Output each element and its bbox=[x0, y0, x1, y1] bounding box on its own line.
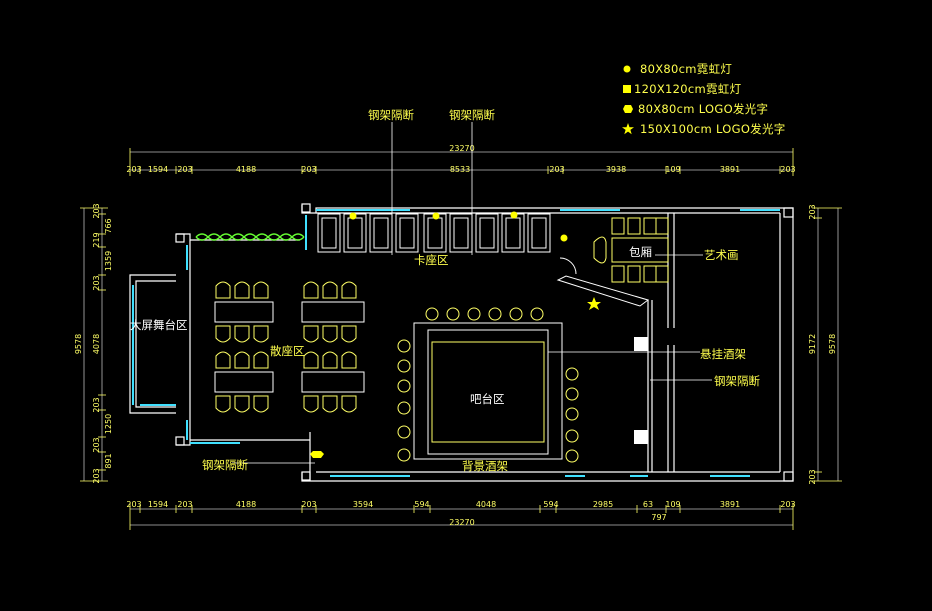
label-private-room: 包厢 bbox=[629, 245, 652, 259]
neon-square-1 bbox=[634, 337, 648, 351]
neon-square-2 bbox=[634, 430, 648, 444]
svg-text:63: 63 bbox=[643, 500, 653, 509]
svg-text:203: 203 bbox=[808, 204, 817, 219]
svg-text:766: 766 bbox=[104, 218, 113, 233]
svg-text:891: 891 bbox=[104, 453, 113, 468]
loose-seating-tables bbox=[214, 301, 365, 393]
svg-text:3891: 3891 bbox=[720, 500, 740, 509]
label-back-wine-rack: 背景酒架 bbox=[462, 459, 508, 473]
legend-item-logo-150: 150X100cm LOGO发光字 bbox=[622, 120, 786, 138]
dim-top-segments: 203 1594 203 4188 203 8533 203 3938 109 … bbox=[126, 165, 795, 174]
svg-text:1359: 1359 bbox=[104, 251, 113, 271]
dimension-top bbox=[129, 148, 794, 176]
dot-icon bbox=[623, 65, 631, 73]
hexagon-icon bbox=[623, 105, 633, 113]
square-icon bbox=[623, 85, 631, 93]
svg-text:3594: 3594 bbox=[353, 500, 373, 509]
star-icon bbox=[622, 123, 634, 135]
label-steel-partition-3: 钢架隔断 bbox=[714, 374, 760, 388]
booth-seating bbox=[317, 213, 551, 253]
svg-text:203: 203 bbox=[808, 469, 817, 484]
label-steel-partition-4: 钢架隔断 bbox=[202, 458, 248, 472]
logo-hexagon bbox=[310, 451, 324, 458]
dim-bottom-total: 23270 bbox=[449, 518, 474, 527]
svg-text:203: 203 bbox=[780, 165, 795, 174]
bar-counter bbox=[413, 322, 563, 460]
svg-text:4188: 4188 bbox=[236, 500, 256, 509]
logo-star bbox=[587, 297, 601, 310]
loose-seating-chairs bbox=[215, 281, 357, 413]
dim-top-total: 23270 bbox=[449, 144, 474, 153]
dimension-left bbox=[80, 207, 108, 482]
dim-right-inner: 9172 bbox=[808, 334, 817, 354]
svg-text:3938: 3938 bbox=[606, 165, 626, 174]
svg-text:3891: 3891 bbox=[720, 165, 740, 174]
svg-text:1250: 1250 bbox=[104, 414, 113, 434]
label-loose-seating: 散座区 bbox=[270, 344, 305, 358]
svg-text:203: 203 bbox=[92, 468, 101, 483]
svg-text:203: 203 bbox=[126, 165, 141, 174]
partition-leaders bbox=[232, 122, 712, 464]
label-steel-partition-2: 钢架隔断 bbox=[449, 108, 495, 122]
legend-item-logo-80: 80X80cm LOGO发光字 bbox=[622, 100, 768, 118]
dimension-right bbox=[812, 207, 842, 482]
legend-item-neon-120: 120X120cm霓虹灯 bbox=[622, 80, 741, 98]
svg-text:109: 109 bbox=[665, 500, 680, 509]
dim-right-total: 9578 bbox=[828, 334, 837, 354]
svg-text:203: 203 bbox=[177, 165, 192, 174]
label-art-painting: 艺术画 bbox=[704, 248, 739, 262]
svg-text:219: 219 bbox=[92, 232, 101, 247]
dimension-bottom bbox=[129, 503, 794, 530]
glazing bbox=[132, 209, 780, 477]
dim-left-segments: 203 219 766 1359 203 4078 203 1250 203 8… bbox=[92, 203, 113, 483]
svg-text:203: 203 bbox=[301, 500, 316, 509]
svg-text:1594: 1594 bbox=[148, 165, 168, 174]
svg-text:203: 203 bbox=[780, 500, 795, 509]
label-booth-area: 卡座区 bbox=[414, 253, 449, 267]
label-hanging-wine-rack: 悬挂酒架 bbox=[700, 347, 746, 361]
svg-text:4188: 4188 bbox=[236, 165, 256, 174]
svg-text:203: 203 bbox=[92, 437, 101, 452]
dim-bottom-extra: 797 bbox=[651, 513, 666, 522]
svg-text:1594: 1594 bbox=[148, 500, 168, 509]
label-steel-partition-1: 钢架隔断 bbox=[368, 108, 414, 122]
svg-text:203: 203 bbox=[92, 275, 101, 290]
svg-text:109: 109 bbox=[665, 165, 680, 174]
svg-text:2985: 2985 bbox=[593, 500, 613, 509]
planter-zigzag bbox=[195, 233, 305, 241]
svg-text:203: 203 bbox=[177, 500, 192, 509]
svg-text:203: 203 bbox=[92, 203, 101, 218]
svg-text:203: 203 bbox=[126, 500, 141, 509]
svg-text:4078: 4078 bbox=[92, 334, 101, 354]
dim-bottom-segments: 203 1594 203 4188 203 3594 594 4048 594 … bbox=[126, 500, 795, 522]
svg-text:594: 594 bbox=[543, 500, 558, 509]
bar-stools bbox=[397, 307, 579, 463]
svg-text:8533: 8533 bbox=[450, 165, 470, 174]
svg-text:4048: 4048 bbox=[476, 500, 496, 509]
svg-text:203: 203 bbox=[92, 397, 101, 412]
svg-text:203: 203 bbox=[549, 165, 564, 174]
svg-text:203: 203 bbox=[301, 165, 316, 174]
private-room bbox=[556, 217, 669, 307]
svg-text:594: 594 bbox=[414, 500, 429, 509]
neon-lights bbox=[349, 211, 568, 242]
label-bar-area: 吧台区 bbox=[470, 392, 505, 406]
dim-left-total: 9578 bbox=[74, 334, 83, 354]
label-stage-area: 大屏舞台区 bbox=[130, 318, 188, 332]
legend-item-neon-80: 80X80cm霓虹灯 bbox=[622, 60, 732, 78]
